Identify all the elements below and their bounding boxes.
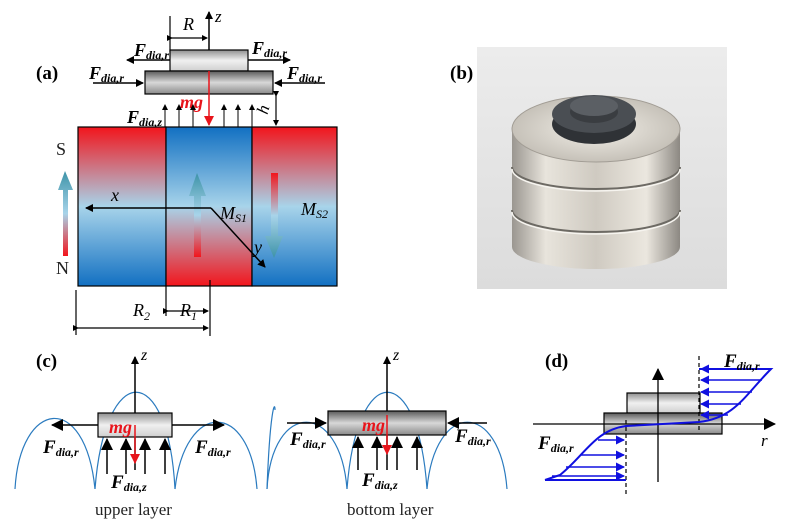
r-dim-label: R xyxy=(182,14,194,34)
panel-c-label: (c) xyxy=(36,351,57,372)
magnet-cylinder xyxy=(512,130,680,269)
magnetization-arrow-s2 xyxy=(265,173,283,258)
pole-n-label: N xyxy=(56,258,69,278)
magnet-stack-photo xyxy=(511,95,681,269)
force-label-lower-left: Fdia,r xyxy=(88,63,124,85)
panel-c: (c) z mg Fdia,r Fdia,r Fdia,z upper laye… xyxy=(14,347,508,519)
force-label-d-left: Fdia,r xyxy=(289,429,326,451)
panel-a-label: (a) xyxy=(36,63,58,84)
gravity-label: mg xyxy=(180,92,203,112)
y-axis-label: y xyxy=(252,237,262,257)
graphite-upper-disc-top xyxy=(570,96,618,116)
force-label-lower-right: Fdia,r xyxy=(286,63,322,85)
z-force-arrows-bottom xyxy=(352,436,423,470)
force-label-c-right: Fdia,r xyxy=(194,437,231,459)
gravity-label-upper: mg xyxy=(109,417,132,437)
upper-disc-d xyxy=(626,392,701,414)
ms1-label: MS1 xyxy=(219,203,247,225)
h-dim-label: h xyxy=(253,103,274,116)
panel-d: (d) r Fdia,r Fdia,r xyxy=(533,351,776,494)
panel-a: (a) z R Fdia,r Fdia,r Fdia,r Fdia,r mg xyxy=(36,7,338,336)
ms2-label: MS2 xyxy=(300,199,328,221)
pole-s-label: S xyxy=(56,139,66,159)
r1-label: R1 xyxy=(179,300,197,323)
outer-ring-magnet-left xyxy=(77,126,167,287)
gravity-label-bottom: mg xyxy=(362,415,385,435)
caption-upper-layer: upper layer xyxy=(95,500,172,519)
force-label-upper-right: Fdia,r xyxy=(251,38,287,60)
panel-b-label: (b) xyxy=(450,63,473,84)
outer-ring-magnet-right xyxy=(251,126,338,287)
polarity-arrow xyxy=(58,171,73,256)
y-axis xyxy=(210,207,266,268)
force-arrows-left xyxy=(552,435,625,481)
r2-label: R2 xyxy=(132,300,150,323)
panel-d-label: (d) xyxy=(545,351,568,372)
x-axis-label: x xyxy=(110,185,119,205)
force-label-d-lower: Fdia,r xyxy=(537,433,574,455)
force-label-upper-left: Fdia,r xyxy=(133,40,169,62)
z-force-arrows-upper xyxy=(101,438,171,474)
z-axis-label: z xyxy=(214,7,222,26)
upper-disc xyxy=(169,49,249,72)
ring-seam-2 xyxy=(511,209,681,233)
diamagnetic-z-arrows xyxy=(162,104,255,127)
panel-b: (b) xyxy=(450,47,727,289)
force-label-d-z: Fdia,z xyxy=(361,470,398,492)
force-arrows-right xyxy=(700,364,769,420)
force-label-d-right: Fdia,r xyxy=(454,426,491,448)
force-distribution-curve xyxy=(544,368,774,481)
magnetization-arrow-s1 xyxy=(189,173,206,257)
ring-seam-1 xyxy=(511,166,681,190)
force-label-z: Fdia,z xyxy=(126,107,162,129)
r-axis-label: r xyxy=(761,431,768,450)
inner-magnet xyxy=(165,126,253,287)
z-label-bottom: z xyxy=(392,347,400,364)
force-label-c-left: Fdia,r xyxy=(42,437,79,459)
z-label-upper: z xyxy=(140,347,148,364)
force-label-c-z: Fdia,z xyxy=(110,472,147,494)
force-label-d-upper: Fdia,r xyxy=(723,351,760,373)
caption-bottom-layer: bottom layer xyxy=(347,500,434,519)
